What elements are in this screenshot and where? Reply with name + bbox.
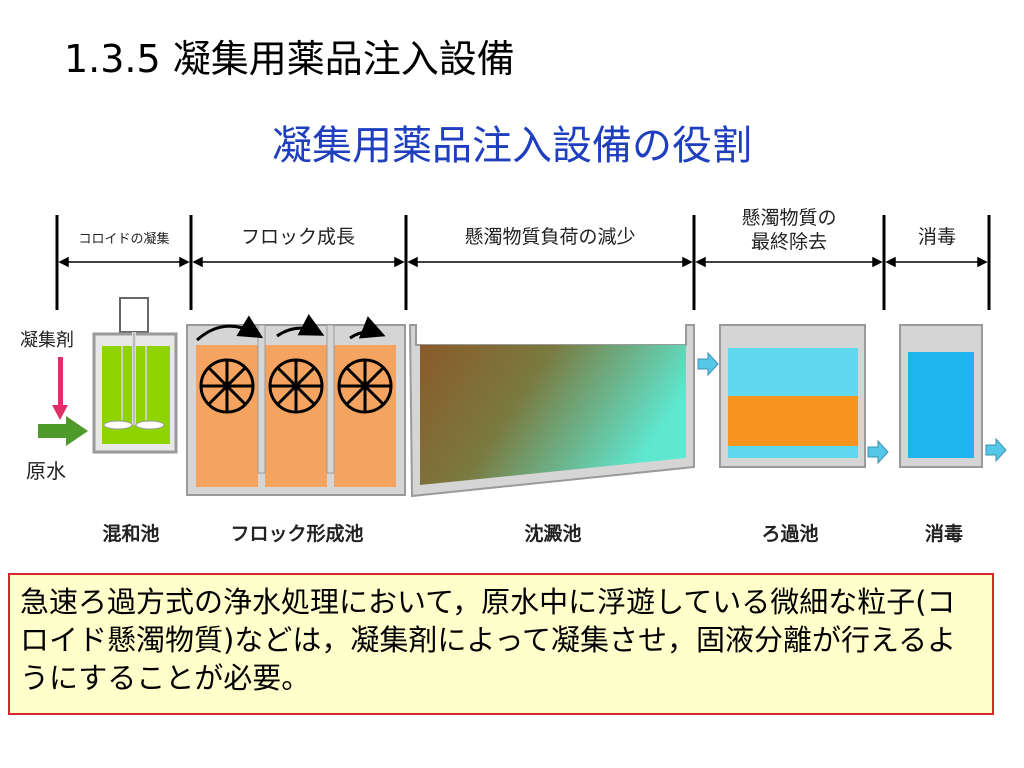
sedimentation-basin (408, 324, 695, 498)
slide-heading: 1.3.5 凝集用薬品注入設備 (64, 37, 515, 81)
coagulant-label: 凝集剤 (20, 330, 74, 351)
stage-label-disinfection: 消毒 (918, 226, 956, 248)
floc-paddle-icons (199, 358, 393, 414)
filter-basin (719, 324, 866, 468)
unit-label-disinfection: 消毒 (925, 522, 963, 545)
stage-span-arrows (58, 256, 988, 268)
stage-label-floc-growth: フロック成長 (241, 226, 355, 248)
stage-label-colloid: コロイドの凝集 (78, 231, 169, 247)
unit-label-sedimentation: 沈澱池 (524, 522, 581, 545)
raw-water-label: 原水 (26, 459, 66, 483)
unit-label-mixing: 混和池 (102, 522, 159, 545)
flow-curve-arrows (196, 314, 386, 342)
stage-label-final-removal-1: 懸濁物質の (741, 207, 836, 229)
stage-label-load-reduction: 懸濁物質負荷の減少 (464, 226, 635, 248)
stage-label-final-removal-2: 最終除去 (751, 231, 827, 253)
slide-subtitle: 凝集用薬品注入設備の役割 (272, 123, 752, 169)
coagulant-arrow (52, 357, 68, 420)
raw-water-arrow (38, 416, 88, 446)
mixing-tank (92, 297, 178, 454)
disinfection-tank (899, 324, 983, 468)
unit-label-filter: ろ過池 (761, 522, 818, 545)
stage-dividers (55, 215, 991, 310)
explanation-note: 急速ろ過方式の浄水処理において，原水中に浮遊している微細な粒子(コロイド懸濁物質… (8, 573, 994, 715)
unit-label-floc: フロック形成池 (230, 522, 363, 545)
flow-arrow-icons (697, 351, 1007, 465)
